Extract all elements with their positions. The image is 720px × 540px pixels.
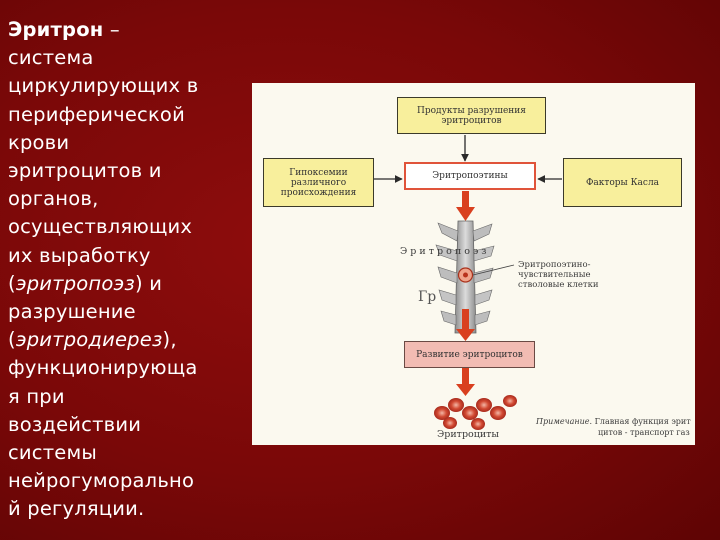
arrow-red-shaft-3 [462,368,469,386]
arrow-red-shaft-1 [462,191,469,209]
term-erythrodieresis: эритродиерез [15,328,163,352]
arrow-red-head-2 [456,329,475,341]
box-line: Эритропоэтины [432,171,508,181]
text-line: я при [8,384,65,408]
label-line: Эритропоэтино- [518,260,591,270]
text-line: ), [162,328,177,352]
box-line: Развитие эритроцитов [416,349,523,360]
label-line: стволовые клетки [518,280,599,290]
box-castle-factors: Факторы Касла [563,158,682,207]
text-line: циркулирующих в [8,74,199,98]
text-line: органов, [8,187,99,211]
term-erythron: Эритрон [8,18,104,41]
text-line: крови [8,130,70,154]
text-line: их выработку [8,243,151,267]
box-line: Гипоксемии [289,167,348,178]
box-erythropoietins: Эритропоэтины [404,162,536,190]
note-line: Главная функция эрит [594,417,691,426]
label-line: чувствительные [518,270,591,280]
text-line: нейрогуморально [8,469,195,493]
text-line: й регуляции. [8,497,145,521]
stem-cell-pointer [472,264,515,276]
label-erythropoiesis: Э р и т р о п о э з [400,246,487,257]
note-line: цитов - транспорт газ [598,428,690,437]
box-erythrocyte-development: Развитие эритроцитов [404,341,535,368]
box-line: происхождения [280,187,357,198]
arrow-red-head-1 [456,207,475,221]
arrow-red-head-3 [456,384,475,396]
text-line: функционирующа [8,356,198,380]
text-line: ( [8,328,16,352]
label-fragment: Гр [418,289,437,305]
note-block: Примечание. Главная функция эрит цитов - … [536,416,691,438]
text-line: системы [8,441,97,465]
diagram-graphics [374,135,562,430]
term-erythropoiesis: эритропоэз [15,271,135,295]
text-line: ( [8,271,16,295]
erythrocytes-icon [434,395,517,430]
box-line: Факторы Касла [585,177,660,188]
stem-cell-nucleus [463,272,468,278]
box-line: эритроцитов [441,115,502,126]
box-line: Продукты разрушения [417,105,526,116]
arrow-red-shaft-2 [462,309,469,331]
slide-description: Эритрон –система циркулирующих в периферич… [8,16,248,524]
text-line: осуществляющих [8,215,193,239]
text-line: эритроцитов и [8,159,162,183]
text-line: система [8,46,94,70]
text-line: ) и [134,271,163,295]
text-line: – [103,18,120,41]
box-line: различного [290,177,347,188]
label-erythrocytes: Эритроциты [437,429,499,440]
text-line: воздействии [8,412,142,436]
text-line: разрушение [8,300,136,324]
text-line: периферической [8,102,185,126]
note-title: Примечание. [536,417,593,426]
